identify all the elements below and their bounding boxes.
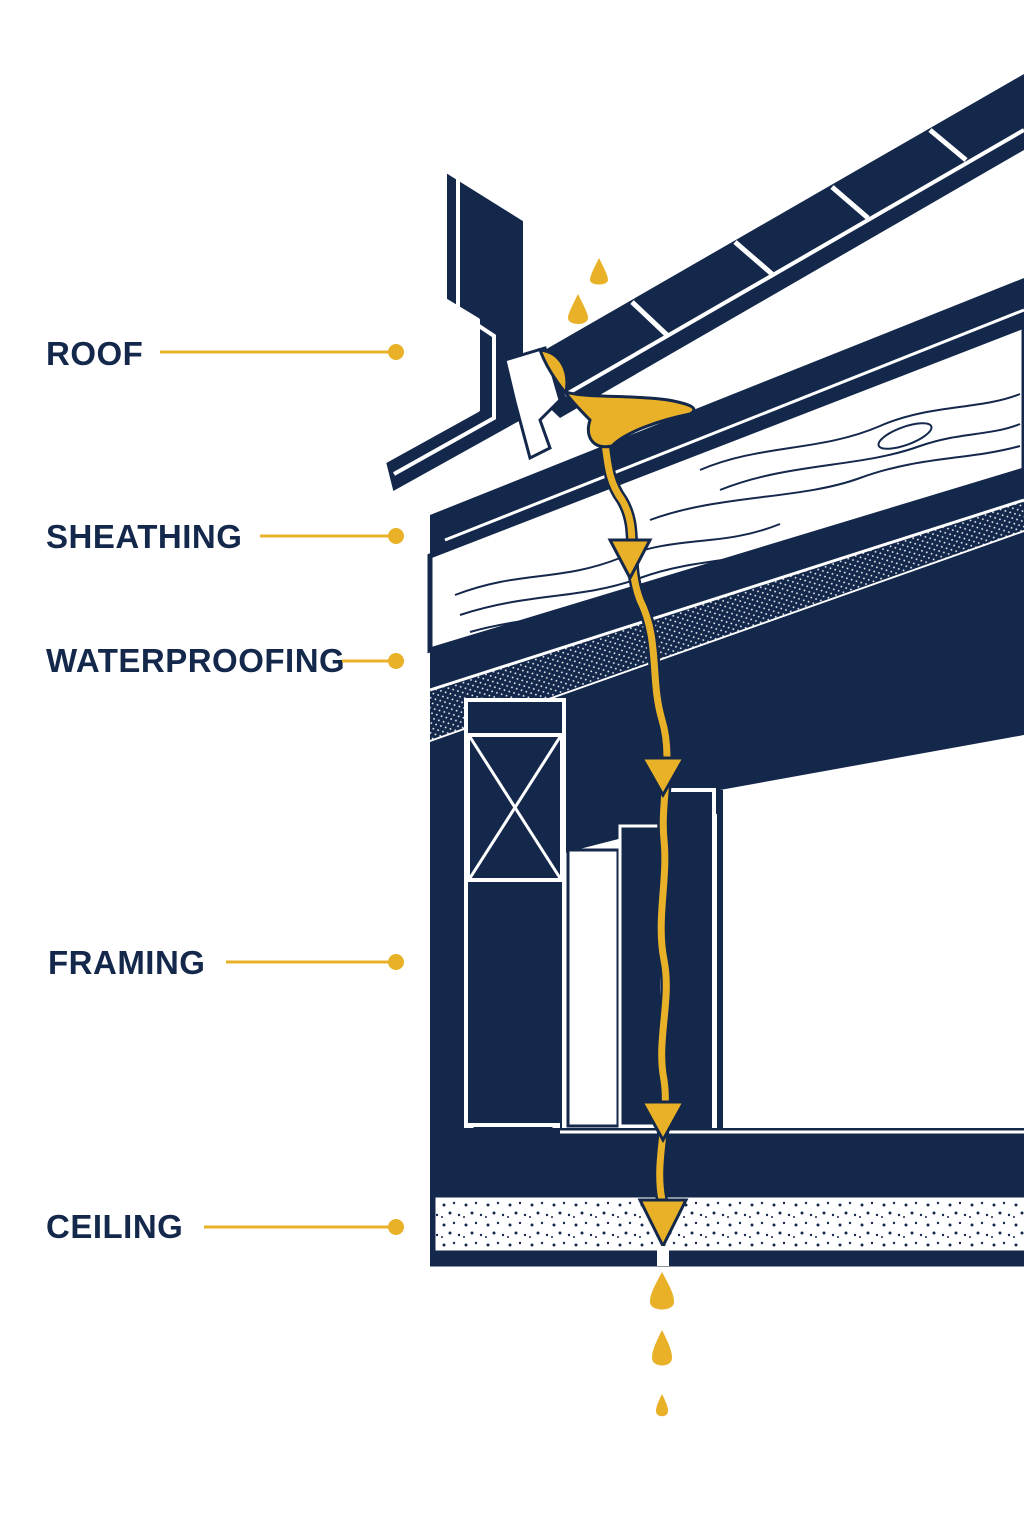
- droplet-icon: [568, 294, 588, 324]
- water-leak-path: [537, 348, 696, 1266]
- water-droplets: [568, 258, 674, 1417]
- rafter-beam: [430, 532, 1024, 900]
- roof-edge-trim: [430, 278, 1024, 558]
- label-sheathing-text: SHEATHING: [46, 518, 242, 555]
- flow-arrow-1: [607, 538, 653, 582]
- flow-arrow-3: [639, 1100, 687, 1144]
- droplet-icon: [650, 1272, 674, 1310]
- droplet-icon: [656, 1394, 668, 1417]
- label-framing: FRAMING: [48, 944, 404, 981]
- label-waterproofing: WATERPROOFING: [46, 642, 404, 679]
- droplet-icon: [652, 1330, 672, 1366]
- layer-labels: ROOF SHEATHING WATERPROOFING FRAMING CEI…: [46, 335, 404, 1245]
- roof-shingles: [510, 74, 1024, 418]
- label-roof-text: ROOF: [46, 335, 143, 372]
- label-sheathing: SHEATHING: [46, 518, 404, 555]
- label-ceiling-text: CEILING: [46, 1208, 183, 1245]
- droplet-icon: [590, 258, 608, 285]
- flow-arrow-4: [637, 1198, 689, 1250]
- label-roof: ROOF: [46, 335, 404, 372]
- ceiling-layer: [430, 1184, 1024, 1267]
- label-framing-text: FRAMING: [48, 944, 205, 981]
- label-ceiling: CEILING: [46, 1208, 404, 1245]
- label-waterproofing-text: WATERPROOFING: [46, 642, 345, 679]
- flashing-bracket: [382, 168, 562, 496]
- framing-layer: [430, 698, 1024, 1190]
- flow-arrow-2: [639, 756, 687, 799]
